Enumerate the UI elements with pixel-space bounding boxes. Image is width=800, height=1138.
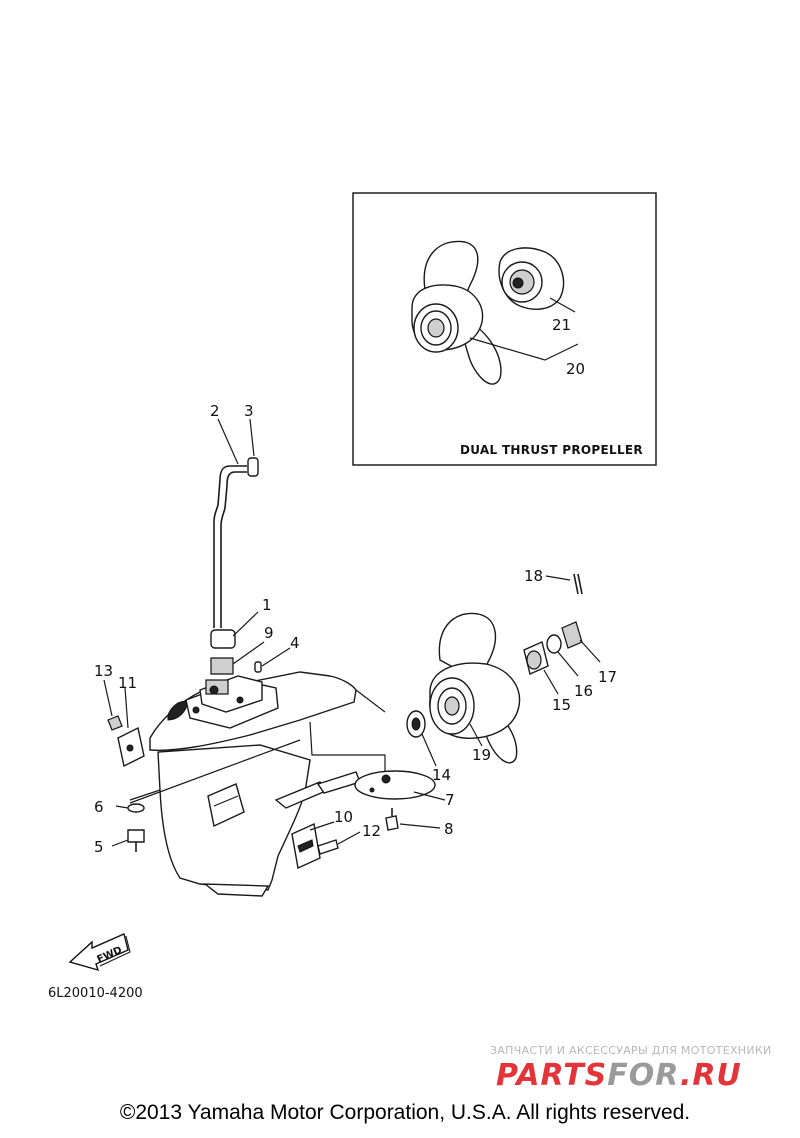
inset-frame [352,192,657,466]
watermark-brand-for: FOR [607,1058,680,1093]
callout-12: 12 [362,822,381,840]
dual-thrust-inset: 21 20 DUAL THRUST PROPELLER [352,192,657,466]
watermark-logo: PARTSFOR.RU [496,1058,742,1093]
callout-5: 5 [94,838,104,856]
callout-13: 13 [94,662,113,680]
callout-19: 19 [472,746,491,764]
callout-11: 11 [118,674,137,692]
callout-21: 21 [552,316,571,334]
grommet-3-shape [247,457,259,477]
forward-arrow-icon: FWD [68,933,131,972]
bolt-5-washer-6 [111,803,145,852]
watermark-brand-ru: .RU [679,1058,742,1093]
drawing-code: 6L20010-4200 [48,986,143,1001]
callout-2: 2 [210,402,220,420]
callout-16: 16 [574,682,593,700]
callout-14: 14 [432,766,451,784]
copyright-notice: ©2013 Yamaha Motor Corporation, U.S.A. A… [119,1101,691,1124]
callout-18: 18 [524,567,543,585]
callout-8: 8 [444,820,454,838]
callout-20: 20 [566,360,585,378]
callout-3: 3 [244,402,254,420]
seal-1-shape [210,629,236,649]
callout-6: 6 [94,798,104,816]
callout-4: 4 [290,634,300,652]
callout-9: 9 [264,624,274,642]
water-pump-housing [185,675,279,729]
callout-7: 7 [445,791,455,809]
trim-tab-10-bolt-12 [291,821,361,870]
callout-1: 1 [262,596,272,614]
anode-11-and-nut-13 [103,679,145,768]
watermark-tagline: ЗАПЧАСТИ И АКСЕССУАРЫ ДЛЯ МОТОТЕХНИКИ [490,1044,772,1057]
lower-casing [129,647,386,897]
water-pipe-assembly [210,418,265,675]
inset-hub-illustration [498,247,565,310]
inset-title: DUAL THRUST PROPELLER [460,443,643,457]
callout-10: 10 [334,808,353,826]
propeller-assembly [354,573,601,831]
watermark-brand-parts: PARTS [496,1058,608,1093]
callout-17: 17 [598,668,617,686]
inset-propeller-illustration [411,240,502,385]
callout-15: 15 [552,696,571,714]
